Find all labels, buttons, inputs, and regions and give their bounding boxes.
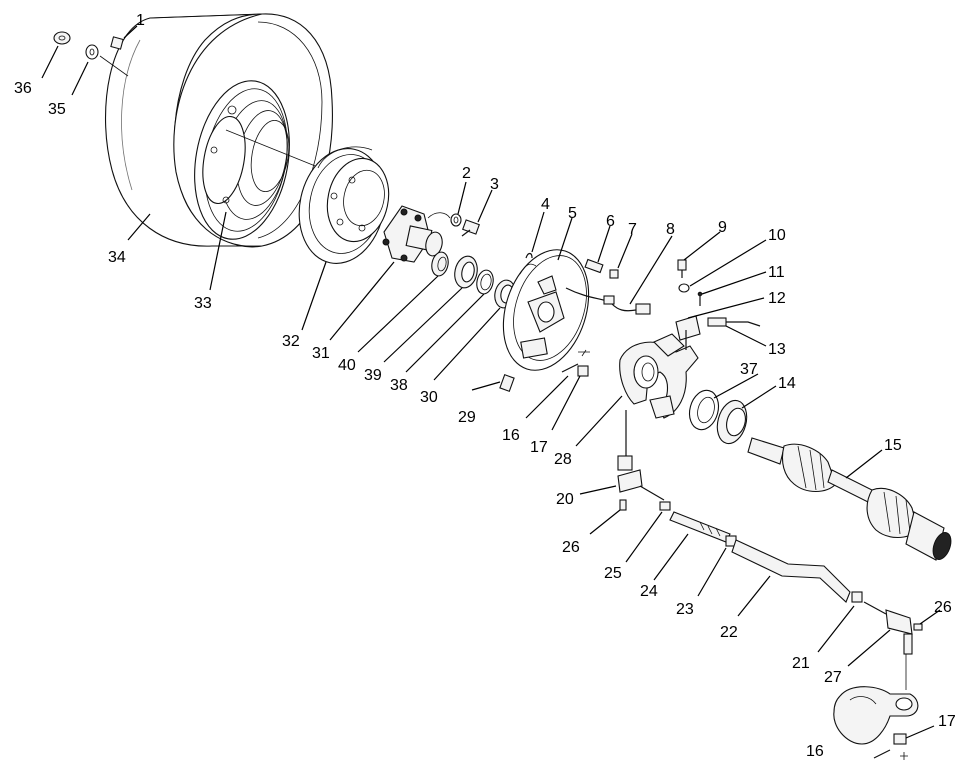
- callout-5: 5: [568, 205, 577, 222]
- callout-9: 9: [718, 219, 727, 236]
- wheel-hub: [382, 205, 443, 263]
- callout-33: 33: [194, 295, 212, 312]
- nut-17a: [577, 349, 590, 377]
- sensor-13: [707, 317, 761, 327]
- nut-1: [110, 36, 124, 50]
- callout-39: 39: [364, 367, 382, 384]
- rim: [194, 80, 290, 240]
- callout-7: 7: [628, 221, 637, 238]
- callout-26b: 26: [934, 599, 952, 616]
- callout-8: 8: [666, 221, 675, 238]
- callout-36: 36: [14, 80, 32, 97]
- callout-11: 11: [768, 264, 785, 281]
- callout-13: 13: [768, 341, 786, 358]
- callout-35: 35: [48, 101, 66, 118]
- race-37: [688, 389, 720, 431]
- bolt-29: [499, 374, 515, 392]
- steering-knuckle: [619, 333, 699, 419]
- jam-nut-25: [659, 501, 671, 511]
- callout-40: 40: [338, 357, 356, 374]
- callout-24: 24: [640, 583, 658, 600]
- fitting-11: [697, 291, 703, 306]
- callout-12: 12: [768, 290, 786, 307]
- brake-cable: [565, 287, 651, 315]
- callout-3: 3: [490, 176, 499, 193]
- brake-drum: [298, 146, 390, 264]
- callout-17a: 17: [530, 439, 548, 456]
- zerk-26a: [619, 499, 627, 511]
- callout-34: 34: [108, 249, 126, 266]
- callout-25: 25: [604, 565, 622, 582]
- washer-2: [450, 213, 462, 227]
- cotter-pin-16b: [873, 749, 908, 760]
- callout-1: 1: [136, 12, 145, 29]
- bolt-9: [677, 259, 687, 278]
- drive-shaft: [747, 437, 952, 561]
- cotter-pin-16a: [561, 363, 579, 373]
- callout-20: 20: [556, 491, 574, 508]
- callout-14: 14: [778, 375, 796, 392]
- washer-35: [85, 44, 99, 60]
- zerk-26b: [913, 623, 923, 631]
- callout-29: 29: [458, 409, 476, 426]
- callout-17b: 17: [938, 713, 956, 730]
- callout-32: 32: [282, 333, 300, 350]
- callout-4: 4: [541, 196, 550, 213]
- callout-labels: 1 2 3 4 5 6 7 8 9 10 11 12 13 14 15 16 1…: [14, 12, 956, 760]
- callout-21: 21: [792, 655, 810, 672]
- jam-nut-21: [851, 591, 863, 603]
- callout-30: 30: [420, 389, 438, 406]
- washer-10: [678, 283, 690, 293]
- tie-rod-22: [731, 539, 851, 603]
- callout-22: 22: [720, 624, 738, 641]
- callout-6: 6: [606, 213, 615, 230]
- callout-26a: 26: [562, 539, 580, 556]
- bearing-cup: [454, 255, 478, 289]
- threaded-rod-left: [639, 485, 665, 501]
- bolt-3: [461, 219, 480, 237]
- callout-16b: 16: [806, 743, 824, 760]
- callout-27: 27: [824, 669, 842, 686]
- callout-23: 23: [676, 601, 694, 618]
- nut-17b: [893, 733, 907, 745]
- tie-rod-sleeve-24: [669, 511, 731, 543]
- nut-7: [609, 269, 619, 279]
- callout-15: 15: [884, 437, 902, 454]
- callout-10: 10: [768, 227, 786, 244]
- tie-rod-end-20: [617, 455, 643, 493]
- callout-31: 31: [312, 345, 330, 362]
- lug-nut-36: [53, 31, 71, 45]
- tie-rod-end-27: [885, 609, 913, 655]
- bearing-14: [716, 399, 748, 445]
- backing-plate: [502, 249, 590, 371]
- inner-bearing: [431, 251, 449, 277]
- seal: [476, 269, 494, 295]
- leader-lines: [41, 25, 941, 739]
- bolt-6: [584, 258, 604, 274]
- steering-lever: [833, 686, 919, 745]
- callout-16a: 16: [502, 427, 520, 444]
- threaded-rod-right: [863, 601, 887, 615]
- spring-4: [525, 252, 533, 259]
- callout-28: 28: [554, 451, 572, 468]
- callout-37: 37: [740, 361, 758, 378]
- callout-38: 38: [390, 377, 408, 394]
- callout-2: 2: [462, 165, 471, 182]
